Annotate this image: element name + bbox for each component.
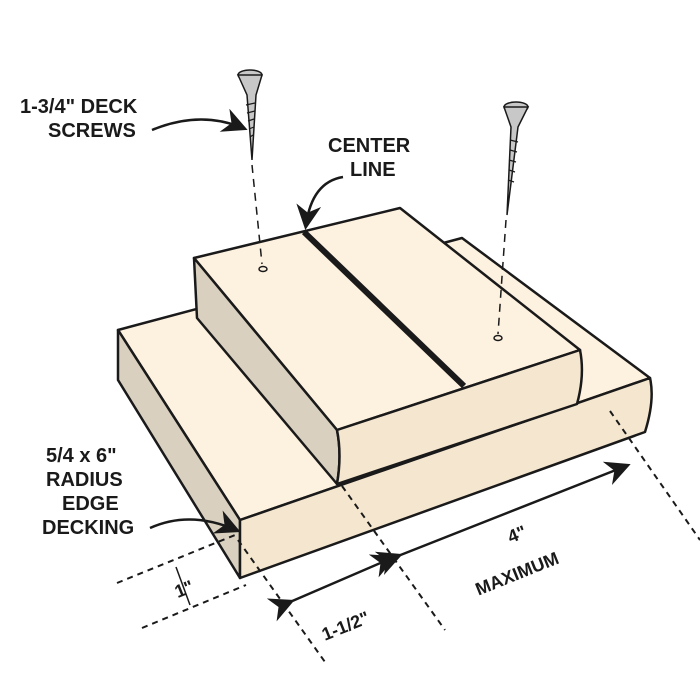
svg-text:RADIUS: RADIUS — [46, 469, 123, 491]
screw-hole-right — [493, 334, 503, 342]
svg-text:CENTER: CENTER — [328, 135, 411, 157]
screw-hole-left — [258, 265, 268, 273]
svg-text:DECKING: DECKING — [42, 517, 134, 539]
svg-text:4": 4" — [505, 522, 530, 547]
decking-label: 5/4 x 6" RADIUS EDGE DECKING — [42, 445, 241, 539]
svg-text:SCREWS: SCREWS — [48, 120, 136, 142]
deck-screws-label: 1-3/4" DECK SCREWS — [20, 96, 248, 142]
screw-right-icon — [497, 101, 530, 335]
dim-one-inch — [116, 532, 247, 629]
svg-text:5/4 x 6": 5/4 x 6" — [46, 445, 117, 467]
dim-one-half: 1-1/2" — [266, 554, 397, 645]
svg-text:1-1/2": 1-1/2" — [319, 607, 372, 644]
screw-left-icon — [236, 69, 264, 265]
svg-text:EDGE: EDGE — [62, 493, 119, 515]
dim-one-inch-text: 1" — [172, 576, 197, 601]
center-line-groove — [301, 229, 467, 389]
svg-text:LINE: LINE — [350, 159, 396, 181]
svg-text:MAXIMUM: MAXIMUM — [473, 548, 562, 600]
svg-text:1-3/4" DECK: 1-3/4" DECK — [20, 96, 138, 118]
top-board — [192, 206, 584, 486]
center-line-label: CENTER LINE — [296, 135, 411, 230]
